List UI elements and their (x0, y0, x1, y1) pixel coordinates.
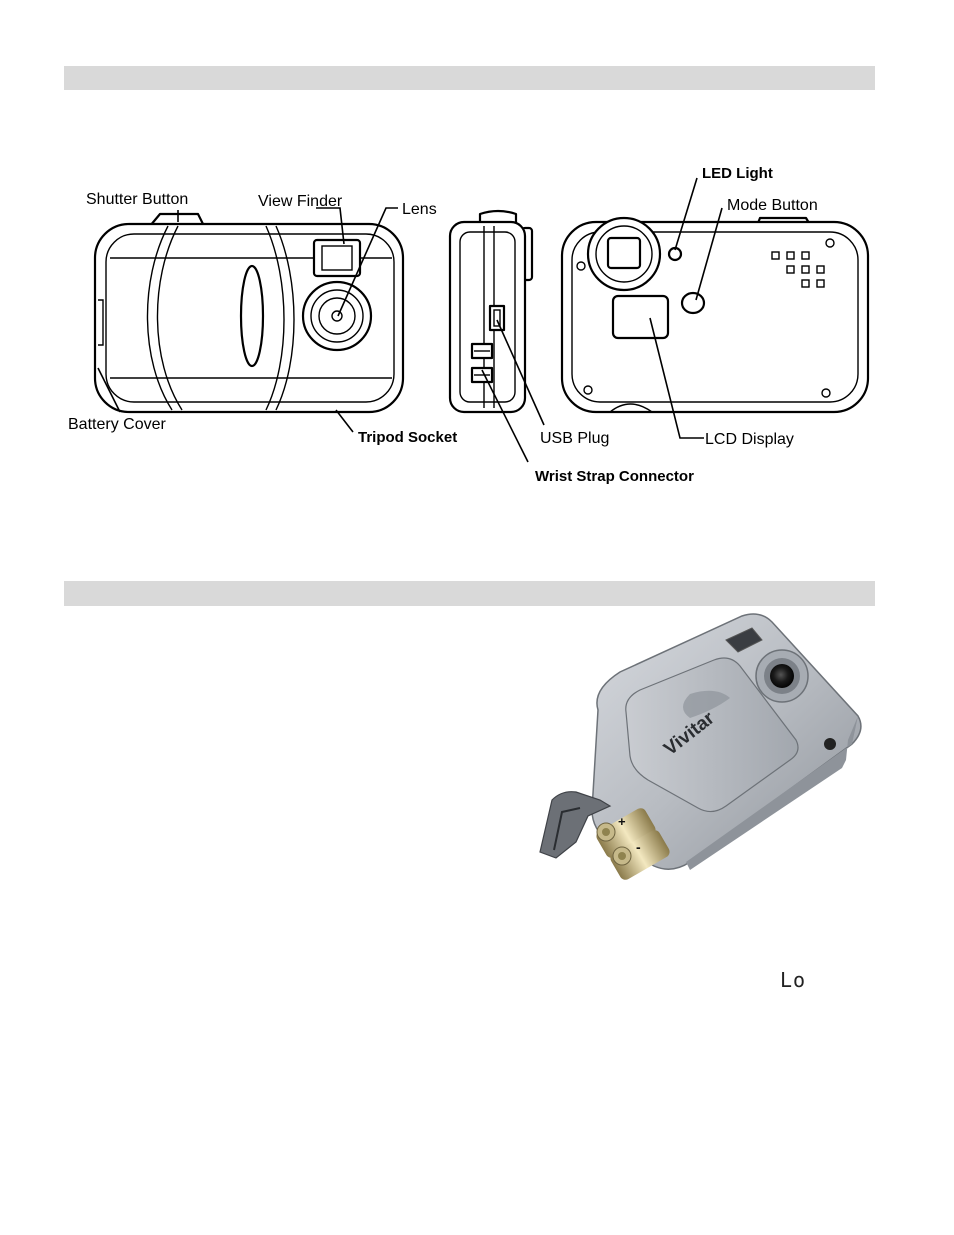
battery-plus-sign: + (618, 814, 626, 829)
mode-button-label: Mode Button (727, 197, 818, 214)
battery-cover-label: Battery Cover (68, 416, 166, 433)
camera-back-view (560, 216, 870, 414)
callout-lines (97, 177, 723, 463)
camera-side-view (448, 209, 534, 414)
section-header-bar-1 (64, 66, 875, 90)
shutter-button-label: Shutter Button (86, 191, 188, 208)
usb-plug-label: USB Plug (540, 430, 609, 447)
view-finder-label: View Finder (258, 193, 343, 210)
wrist-strap-connector-label: Wrist Strap Connector (535, 468, 694, 485)
tripod-socket-label: Tripod Socket (358, 429, 457, 446)
camera-battery-photo: Vivitar + - (539, 613, 862, 880)
lcd-display-label: LCD Display (705, 431, 794, 448)
camera-front-view (93, 212, 405, 414)
led-light-label: LED Light (702, 165, 773, 182)
low-battery-indicator: Lo (780, 968, 807, 992)
lens-label: Lens (402, 201, 437, 218)
battery-minus-sign: - (636, 839, 641, 855)
section-header-bar-2 (64, 581, 875, 606)
